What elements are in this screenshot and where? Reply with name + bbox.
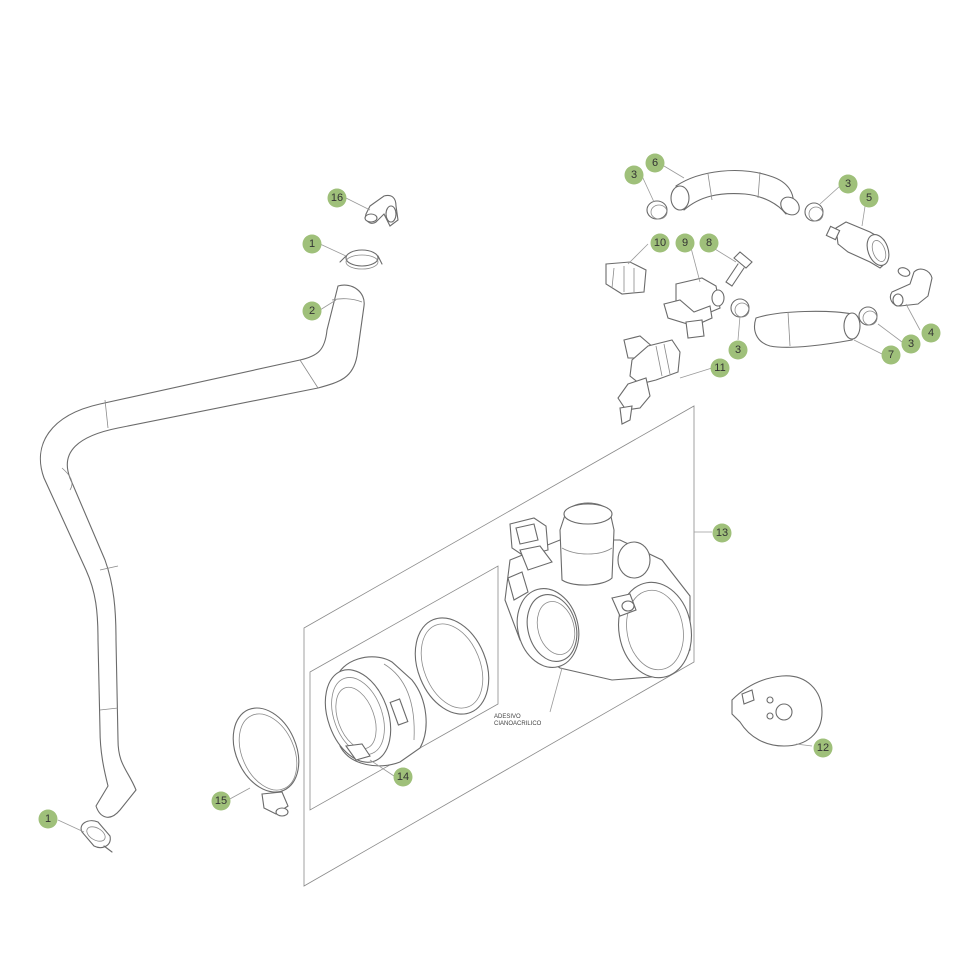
callout-1-top: 1 [302, 234, 322, 254]
throttle-body-group [303, 405, 695, 887]
svg-text:9: 9 [682, 237, 688, 249]
callout-12: 12 [813, 738, 833, 758]
callout-1-bottom: 1 [38, 809, 58, 829]
callout-13: 13 [712, 523, 732, 543]
callout-6: 6 [645, 153, 665, 173]
svg-text:11: 11 [714, 362, 725, 374]
intake-boot-group [309, 565, 499, 811]
upper-hose [670, 169, 800, 216]
clamp-3d [730, 298, 750, 318]
svg-text:1: 1 [45, 813, 51, 825]
svg-text:8: 8 [706, 237, 712, 249]
callout-14: 14 [393, 767, 413, 787]
clamp-3b [804, 202, 824, 222]
hose-clamp-top [339, 249, 383, 270]
svg-text:3: 3 [845, 178, 851, 190]
adhesive-note-line1: ADESIVO [494, 714, 521, 720]
screw [725, 251, 753, 287]
clamp-3c [858, 306, 878, 326]
fuel-injector [617, 335, 681, 425]
lower-hose [753, 310, 861, 348]
svg-text:5: 5 [866, 192, 872, 204]
svg-text:12: 12 [817, 742, 829, 754]
callout-2: 2 [302, 301, 322, 321]
callout-9: 9 [675, 233, 695, 253]
callout-11: 11 [710, 358, 730, 378]
svg-text:6: 6 [652, 157, 658, 169]
svg-text:15: 15 [215, 795, 227, 807]
callout-8: 8 [699, 233, 719, 253]
breather-hose [39, 284, 365, 818]
svg-text:3: 3 [735, 344, 741, 356]
sensor-body [663, 277, 725, 339]
hose-clamp-bottom [80, 820, 113, 853]
svg-text:4: 4 [928, 327, 934, 339]
valve-fitting [825, 221, 890, 269]
bracket [605, 261, 647, 295]
callout-3-middle: 3 [728, 340, 748, 360]
elbow-fitting [364, 194, 399, 227]
leader-lines [57, 165, 921, 833]
callout-16: 16 [327, 188, 347, 208]
svg-text:7: 7 [888, 349, 894, 361]
svg-text:10: 10 [654, 237, 666, 249]
svg-text:3: 3 [908, 338, 914, 350]
callout-15: 15 [211, 791, 231, 811]
callout-5: 5 [859, 188, 879, 208]
callout-4: 4 [921, 323, 941, 343]
svg-text:1: 1 [309, 238, 315, 250]
callout-3-left: 3 [624, 165, 644, 185]
cover-plate [731, 675, 823, 747]
callout-3-right: 3 [838, 174, 858, 194]
adhesive-note-line2: CIANOACRILICO [494, 721, 542, 727]
svg-text:14: 14 [397, 771, 409, 783]
angled-fitting [889, 267, 933, 307]
clamp-3a [646, 200, 668, 220]
svg-text:2: 2 [309, 305, 315, 317]
callout-7: 7 [881, 345, 901, 365]
band-clamp [232, 707, 300, 817]
svg-text:13: 13 [716, 527, 728, 539]
svg-text:16: 16 [331, 192, 343, 204]
svg-text:3: 3 [631, 169, 637, 181]
callout-10: 10 [650, 233, 670, 253]
callout-3-far-right: 3 [901, 334, 921, 354]
